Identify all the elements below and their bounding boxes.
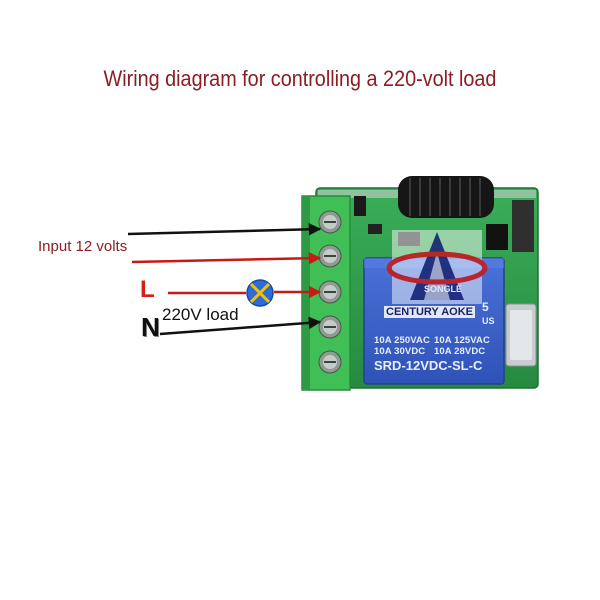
watermark-text: CENTURY AOKE [384,306,475,318]
antenna-coil [398,176,494,218]
diagram-title: Wiring diagram for controlling a 220-vol… [103,66,497,91]
relay-spec-2-right: 10A 28VDC [434,346,486,357]
input-positive-wire [127,223,322,236]
input-negative-wire [131,251,322,265]
relay-brand-text: SONGLE [424,284,463,294]
neutral-wire [159,316,322,336]
relay-us-mark: US [482,316,495,326]
relay-spec-1-right: 10A 125VAC [434,335,490,346]
lamp-icon [246,279,274,307]
input-voltage-label: Input 12 volts [38,238,128,255]
load-label: 220V load [160,305,241,325]
wires [127,223,322,336]
watermark-logo [386,230,488,304]
relay-spec-1-left: 10A 250VAC [374,335,430,346]
neutral-label: N [141,312,160,342]
relay-spec-2-left: 10A 30VDC [374,346,426,357]
relay-digit: 5 [482,300,489,314]
relay-model: SRD-12VDC-SL-C [374,358,483,373]
line-label: L [140,276,155,303]
terminal-screws [318,210,342,374]
